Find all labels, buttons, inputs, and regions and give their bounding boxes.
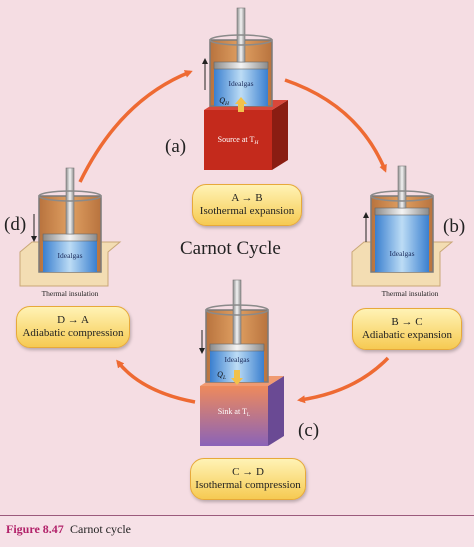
heat-label-c: QL: [217, 370, 226, 381]
sink-label: Sink at TL: [218, 407, 251, 418]
stage-letter-a: (a): [165, 136, 187, 157]
figure-caption: Carnot cycle: [70, 522, 131, 536]
stage-d-apparatus: [19, 167, 122, 287]
process-a-label: A → B: [231, 192, 263, 204]
process-d-label: D → A: [57, 314, 89, 326]
piston-d: [42, 233, 98, 242]
heat-flow-arrow-a: [235, 97, 247, 112]
stage-letter-d: (d): [4, 214, 27, 235]
cylinder-d-rim: [38, 190, 102, 202]
process-d-name: Adiabatic compression: [22, 327, 124, 339]
gas-label-b: Idealgas: [390, 249, 415, 258]
piston-c: [209, 343, 265, 352]
figure-number: Figure 8.47: [6, 522, 64, 536]
source-reservoir: [204, 110, 272, 170]
cylinder-a-rim: [209, 34, 273, 46]
sink-reservoir: [200, 386, 268, 446]
arrow-a-to-b: [284, 78, 387, 173]
piston-rod-b: [397, 165, 407, 209]
piston-a: [213, 61, 269, 70]
process-a-name: Isothermal expansion: [199, 205, 295, 217]
process-b-name: Adiabatic expansion: [361, 329, 453, 341]
arrow-c-to-d: [116, 359, 196, 404]
process-box-b: B → C Adiabatic expansion: [352, 308, 462, 350]
diagram-title: Carnot Cycle: [180, 238, 281, 259]
process-b-label: B → C: [391, 316, 423, 328]
insulation-label-b: Thermal insulation: [382, 289, 439, 298]
gas-label-d: Idealgas: [58, 251, 83, 260]
gas-b: [375, 214, 429, 272]
gas-d: [43, 240, 97, 272]
stage-letter-c: (c): [298, 420, 320, 441]
gas-label-a: Idealgas: [229, 79, 254, 88]
arrow-b-to-c: [297, 356, 390, 404]
sink-reservoir-side: [268, 376, 284, 446]
stage-letter-b: (b): [443, 216, 466, 237]
source-reservoir-side: [272, 100, 288, 170]
heat-label-a: QH: [219, 96, 230, 107]
caption-bar: [0, 515, 474, 547]
process-c-name: Isothermal compression: [195, 479, 301, 491]
stage-c-apparatus: [199, 279, 284, 446]
heat-flow-arrow-c: [231, 370, 243, 385]
piston-rod-c: [232, 279, 242, 345]
arrow-d-to-a: [78, 70, 193, 183]
stage-b-apparatus: [351, 165, 454, 287]
process-box-c: C → D Isothermal compression: [190, 458, 306, 500]
piston-b: [374, 207, 430, 216]
stage-a-apparatus: [202, 7, 288, 170]
insulation-label-d: Thermal insulation: [42, 289, 99, 298]
source-label: Source at TH: [218, 135, 260, 146]
process-box-a: A → B Isothermal expansion: [192, 184, 302, 226]
cylinder-b-rim: [370, 190, 434, 202]
process-box-d: D → A Adiabatic compression: [16, 306, 130, 348]
gas-label-c: Idealgas: [225, 355, 250, 364]
process-c-label: C → D: [232, 466, 264, 478]
cylinder-c-rim: [205, 304, 269, 316]
